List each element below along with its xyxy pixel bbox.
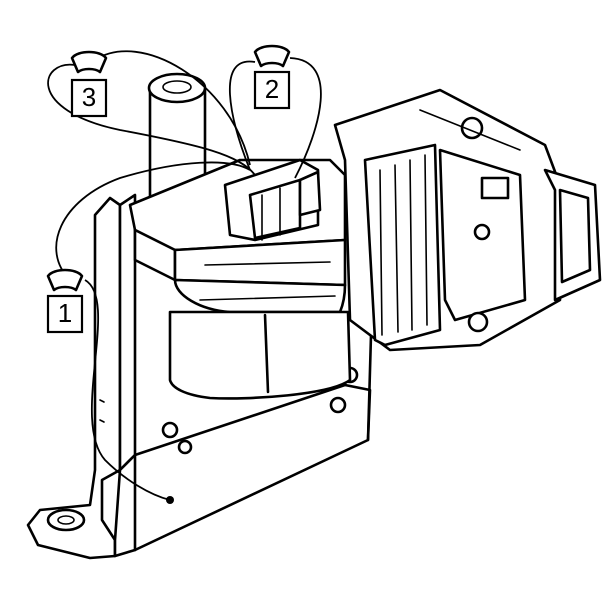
callout-3: 3 (70, 50, 108, 118)
mount-hole (46, 508, 86, 532)
bolt-hole (161, 421, 179, 439)
ignition-coil (128, 158, 352, 400)
module-screw (467, 311, 489, 333)
ignition-control-module (333, 88, 602, 352)
connector-terminal-icon (46, 268, 84, 292)
vacuum-hose (147, 72, 207, 202)
callout-2: 2 (253, 44, 291, 110)
callout-box (253, 70, 291, 110)
bolt-hole (177, 439, 193, 455)
callout-label: 3 (82, 82, 96, 112)
callout-box (70, 78, 108, 118)
connector-terminal-icon (70, 50, 108, 74)
callout-label: 2 (265, 74, 279, 104)
module-terminal (480, 176, 510, 200)
module-screw (473, 223, 491, 241)
test-leads (47, 50, 322, 501)
callout-label: 1 (58, 298, 72, 328)
callout-box (46, 294, 84, 334)
callout-1: 1 (46, 268, 84, 334)
bolt-hole (329, 396, 347, 414)
connector-terminal-icon (253, 44, 291, 68)
